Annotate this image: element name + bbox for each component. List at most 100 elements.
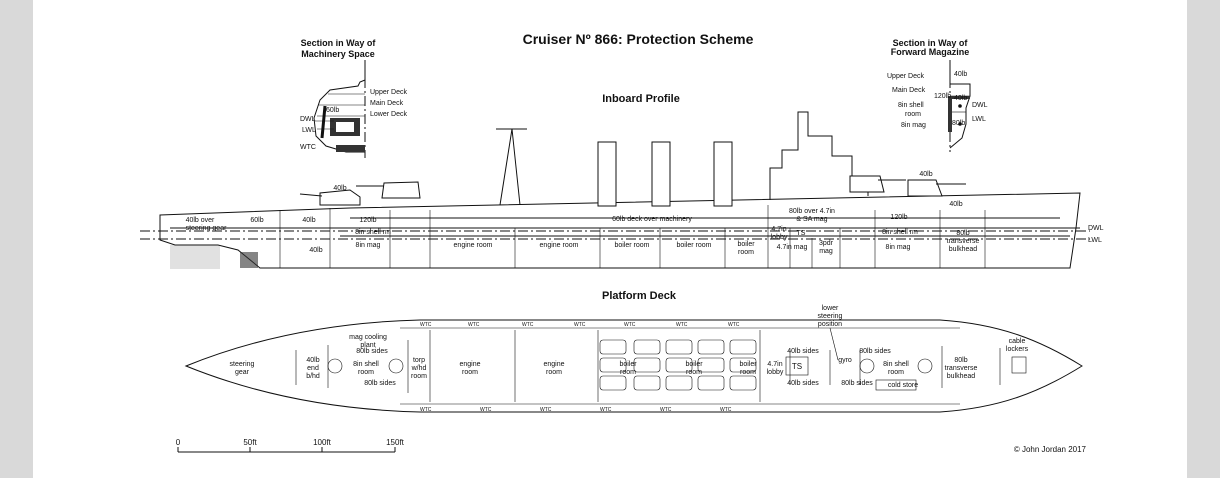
magazine-label-120lb: 120lb <box>934 93 951 100</box>
label-40lb-fwd: 40lb <box>949 201 962 208</box>
pd-label-boiler-3a: boiler <box>739 361 757 368</box>
wtc-label-9: WTC <box>480 407 492 413</box>
pd-label-position: position <box>818 321 842 328</box>
pd-label-boiler-2a: boiler <box>685 361 703 368</box>
pd-label-torp-1: torp <box>413 357 425 364</box>
drawing-sheet: Cruiser Nº 866: Protection Scheme Sectio… <box>33 0 1187 478</box>
label-120lb-fwd: 120lb <box>890 214 907 221</box>
wtc-label-10: WTC <box>540 407 552 413</box>
machinery-label-wtc: WTC <box>300 144 316 151</box>
pd-label-steering-pos: steering <box>818 313 843 320</box>
label-40lb-over: 40lb over <box>186 217 215 224</box>
label-sa-mag: & SA mag <box>796 216 827 223</box>
machinery-hull-outline <box>313 60 366 153</box>
label-3pdr-line2: mag <box>819 248 833 255</box>
label-120lb-aft: 120lb <box>359 217 376 224</box>
magazine-label-lwl: LWL <box>972 116 986 123</box>
drawing-title: Cruiser Nº 866: Protection Scheme <box>523 31 754 47</box>
wtc-label-2: WTC <box>468 322 480 328</box>
label-bulkhead-line2: transverse <box>947 238 980 245</box>
pd-label-fwd-shell-1: 8in shell <box>883 361 909 368</box>
pd-label-torp-3: room <box>411 373 427 380</box>
pd-label-lower: lower <box>822 305 839 312</box>
pd-label-ts: TS <box>792 362 802 371</box>
scale-tick-0: 0 <box>176 438 181 447</box>
label-dwl: DWL <box>1088 225 1104 232</box>
label-40lb-fwd-turret: 40lb <box>919 171 932 178</box>
pd-label-plant: plant <box>360 342 375 349</box>
section-machinery-space: Section in Way of Machinery Space Upper … <box>300 38 407 158</box>
pd-label-steering: steering <box>230 361 255 368</box>
wtc-label-5: WTC <box>624 322 636 328</box>
turret-fwd-upper <box>849 175 885 193</box>
copyright-notice: © John Jordan 2017 <box>1014 445 1087 454</box>
label-boiler-3-line2: room <box>738 249 754 256</box>
magazine-label-shell-line2: room <box>905 111 921 118</box>
label-40lb-low: 40lb <box>309 247 322 254</box>
wtc-label-13: WTC <box>720 407 732 413</box>
inboard-profile: 40lb over steering gear 60lb 40lb 40lb 1… <box>140 111 1104 269</box>
tripod-mast <box>496 128 527 206</box>
label-40lb-aft: 40lb <box>302 217 315 224</box>
pd-label-boiler-1b: room <box>620 369 636 376</box>
funnel-1 <box>597 141 617 207</box>
pd-label-lobby-1: 4.7in <box>767 361 782 368</box>
pd-label-gear: gear <box>235 369 250 376</box>
machinery-label-lower-deck: Lower Deck <box>370 111 407 118</box>
wtc-label-11: WTC <box>600 407 612 413</box>
pd-label-bulkhead-1: 80lb <box>954 357 967 364</box>
label-8in-mag-fwd: 8in mag <box>886 244 911 251</box>
section-forward-magazine: Section in Way of Forward Magazine Upper… <box>887 38 988 152</box>
pd-label-lobby-2: lobby <box>767 369 784 376</box>
wtc-label-3: WTC <box>522 322 534 328</box>
label-boiler-3-line1: boiler <box>737 241 755 248</box>
label-ts: TS <box>797 230 806 237</box>
label-steering-gear: steering gear <box>186 225 228 232</box>
magazine-label-shell-line1: 8in shell <box>898 102 924 109</box>
wtc-label-7: WTC <box>728 322 740 328</box>
bridge-superstructure <box>769 111 869 200</box>
label-40lb-turret: 40lb <box>333 185 346 192</box>
machinery-label-upper-deck: Upper Deck <box>370 89 407 96</box>
pd-label-engine-2a: engine <box>543 361 564 368</box>
magazine-label-80lb: 80lb <box>952 120 965 127</box>
pd-label-lockers: lockers <box>1006 346 1029 353</box>
scale-tick-100ft: 100ft <box>313 438 332 447</box>
pd-label-40lb-sides-1: 40lb sides <box>787 348 819 355</box>
label-8in-shell-rm-fwd: 8in shell rm <box>882 229 918 236</box>
scale-tick-50ft: 50ft <box>243 438 257 447</box>
pd-label-40lb-sides-2: 40lb sides <box>787 380 819 387</box>
pd-label-end-1: 40lb <box>306 357 319 364</box>
pd-label-boiler-3b: room <box>740 369 756 376</box>
pd-label-end-2: end <box>307 365 319 372</box>
pd-label-bulkhead-3: bulkhead <box>947 373 976 380</box>
turret-aft-upper <box>381 181 421 199</box>
pd-label-end-3: b/hd <box>306 373 320 380</box>
turret-aft-lower <box>319 189 361 206</box>
turret-fwd-lower <box>907 179 943 197</box>
section-machinery-title-line1: Section in Way of <box>301 38 377 48</box>
machinery-label-dwl: DWL <box>300 116 316 123</box>
label-47in-mag: 4.7in mag <box>777 244 808 251</box>
label-engine-room-2: engine room <box>540 242 579 249</box>
boiler-blocks <box>599 339 757 391</box>
machinery-label-armor: 60lb <box>326 107 339 114</box>
magazine-label-40lb-top: 40lb <box>954 71 967 78</box>
magazine-label-mag: 8in mag <box>901 122 926 129</box>
magazine-label-upper-deck: Upper Deck <box>887 73 924 80</box>
label-lwl: LWL <box>1088 237 1102 244</box>
pd-label-torp-2: w/hd <box>411 365 427 372</box>
label-3pdr-line1: 3pdr <box>819 240 834 247</box>
pd-label-engine-1b: room <box>462 369 478 376</box>
label-80lb-over: 80lb over 4.7in <box>789 208 835 215</box>
pd-label-cold-store: cold store <box>888 382 918 389</box>
label-8in-shell-rm-aft: 8in shell rm <box>355 229 391 236</box>
label-60lb: 60lb <box>250 217 263 224</box>
label-engine-room-1: engine room <box>454 242 493 249</box>
pd-label-80lb-sides-fwd-2: 80lb sides <box>841 380 873 387</box>
wtc-label-8: WTC <box>420 407 432 413</box>
inboard-profile-title: Inboard Profile <box>602 93 680 105</box>
platform-deck-outline <box>184 319 1083 413</box>
pd-label-cable: cable <box>1009 338 1026 345</box>
hull-profile-outline <box>159 192 1081 269</box>
